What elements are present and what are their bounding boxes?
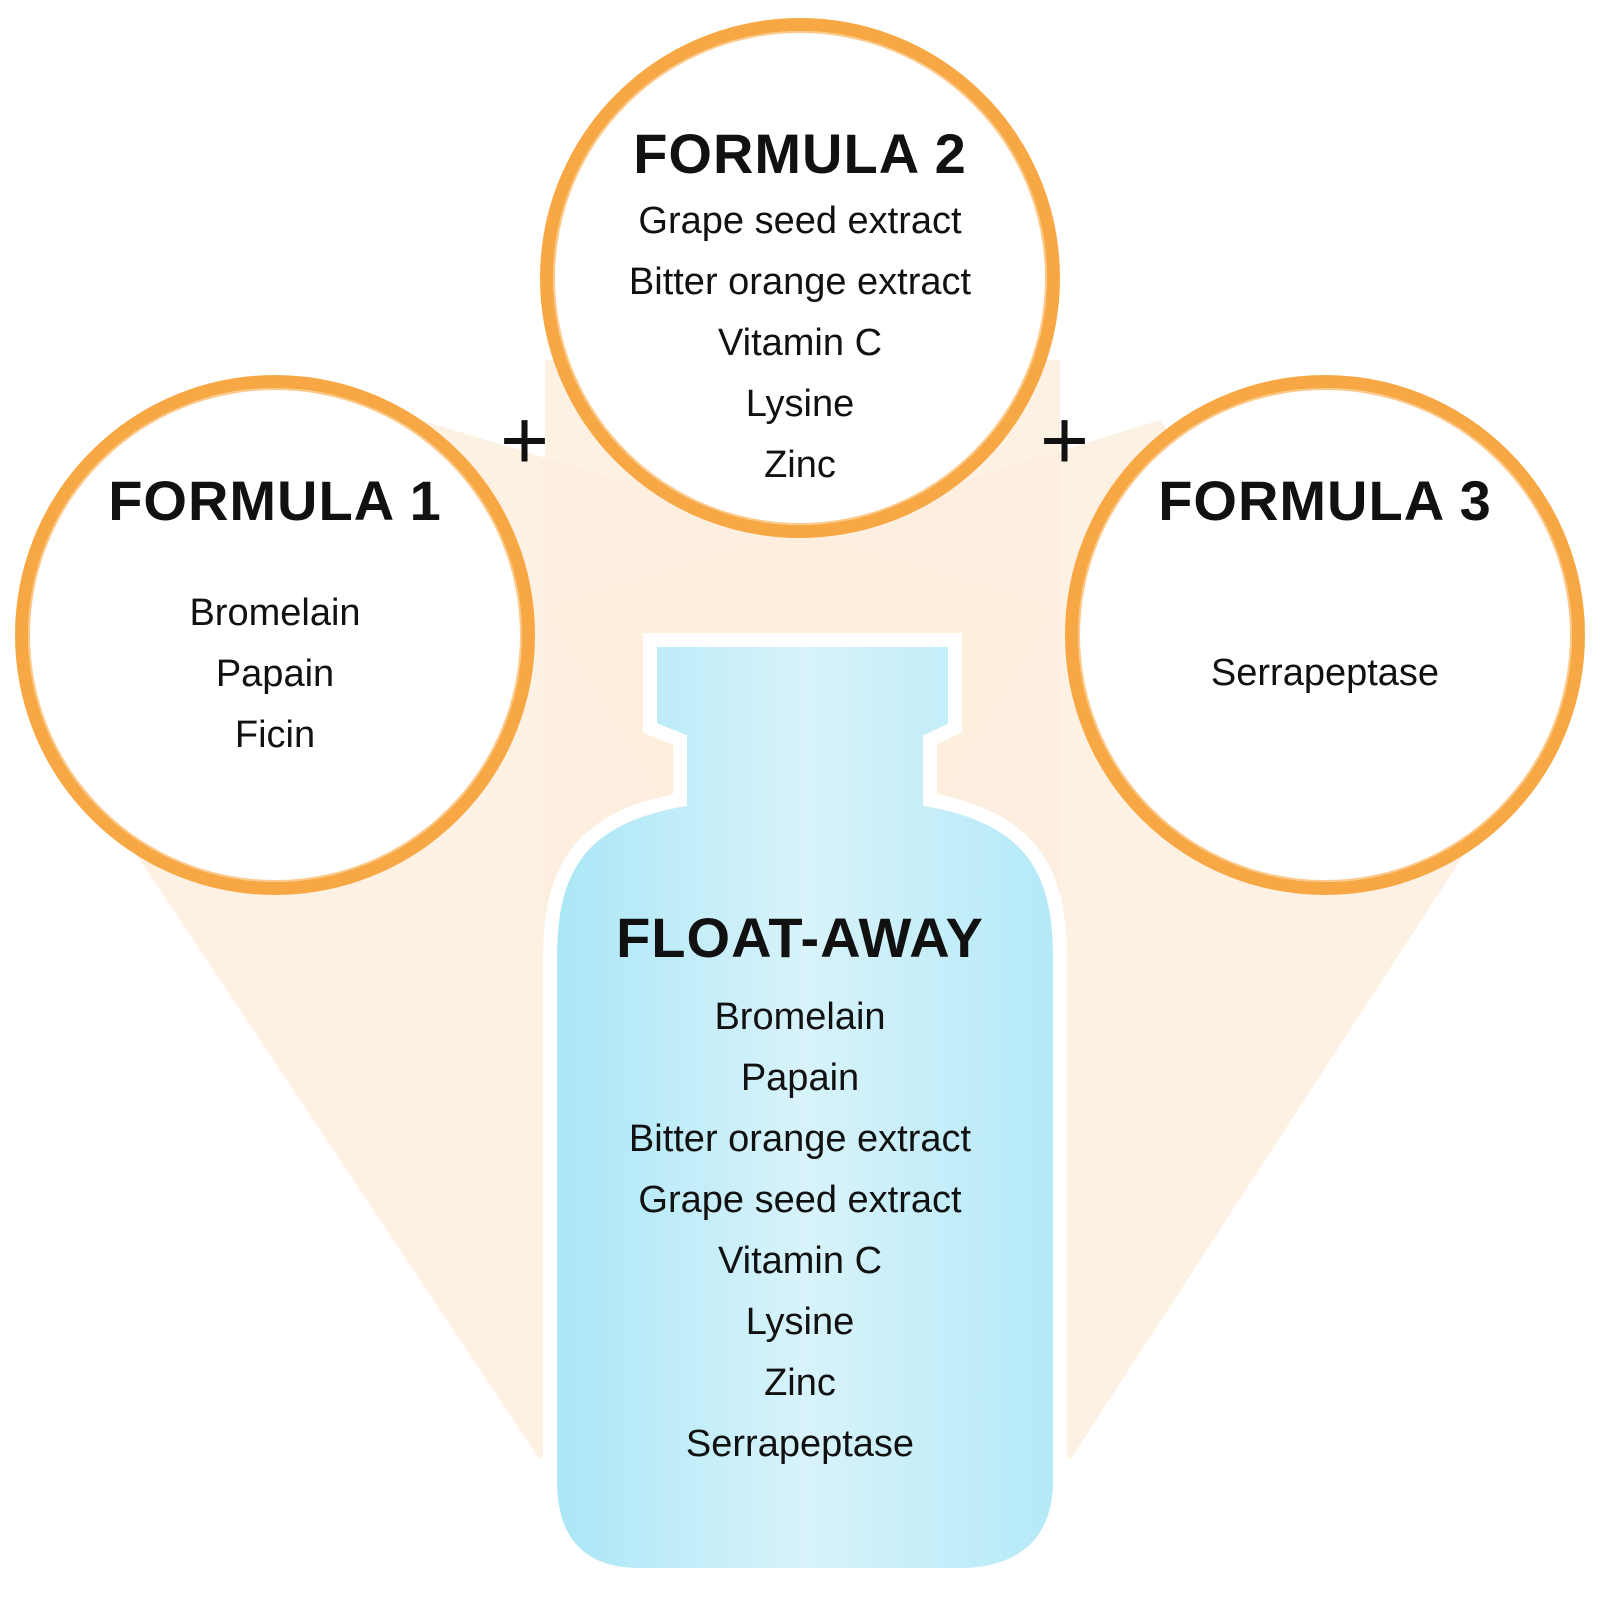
float-away-item: Papain [740, 1057, 860, 1099]
float-away-item: Lysine [745, 1301, 855, 1343]
plus-right: + [1040, 393, 1090, 487]
formula-2-item: Bitter orange extract [628, 261, 972, 303]
float-away-item: Bromelain [714, 996, 886, 1038]
formula-3-item: Serrapeptase [1210, 652, 1440, 694]
formula-2-item: Grape seed extract [638, 200, 962, 242]
formula-2-item: Zinc [764, 444, 836, 486]
float-away-item: Vitamin C [717, 1240, 883, 1282]
float-away-item: Bitter orange extract [628, 1118, 972, 1160]
formula-1-item: Papain [215, 653, 335, 695]
formula-2-item: Vitamin C [717, 322, 883, 364]
float-away-items: Bromelain Papain Bitter orange extract G… [548, 987, 1052, 1475]
formula-1-item: Bromelain [189, 592, 361, 634]
float-away-item: Grape seed extract [638, 1179, 962, 1221]
float-away-item: Zinc [764, 1362, 836, 1404]
formula-2-title: FORMULA 2 [633, 122, 967, 185]
formula-1-item: Ficin [234, 714, 316, 756]
float-away-title: FLOAT-AWAY [616, 906, 984, 969]
formula-2-items: Grape seed extract Bitter orange extract… [553, 191, 1047, 496]
plus-left: + [500, 393, 550, 487]
formula-3-items: Serrapeptase [1078, 643, 1572, 704]
formula-1-title: FORMULA 1 [108, 469, 442, 532]
formula-1-items: Bromelain Papain Ficin [28, 583, 522, 766]
float-away-item: Serrapeptase [685, 1423, 915, 1465]
formula-2-item: Lysine [745, 383, 855, 425]
formula-3-title: FORMULA 3 [1158, 469, 1492, 532]
bottle-shape [543, 633, 1067, 1582]
